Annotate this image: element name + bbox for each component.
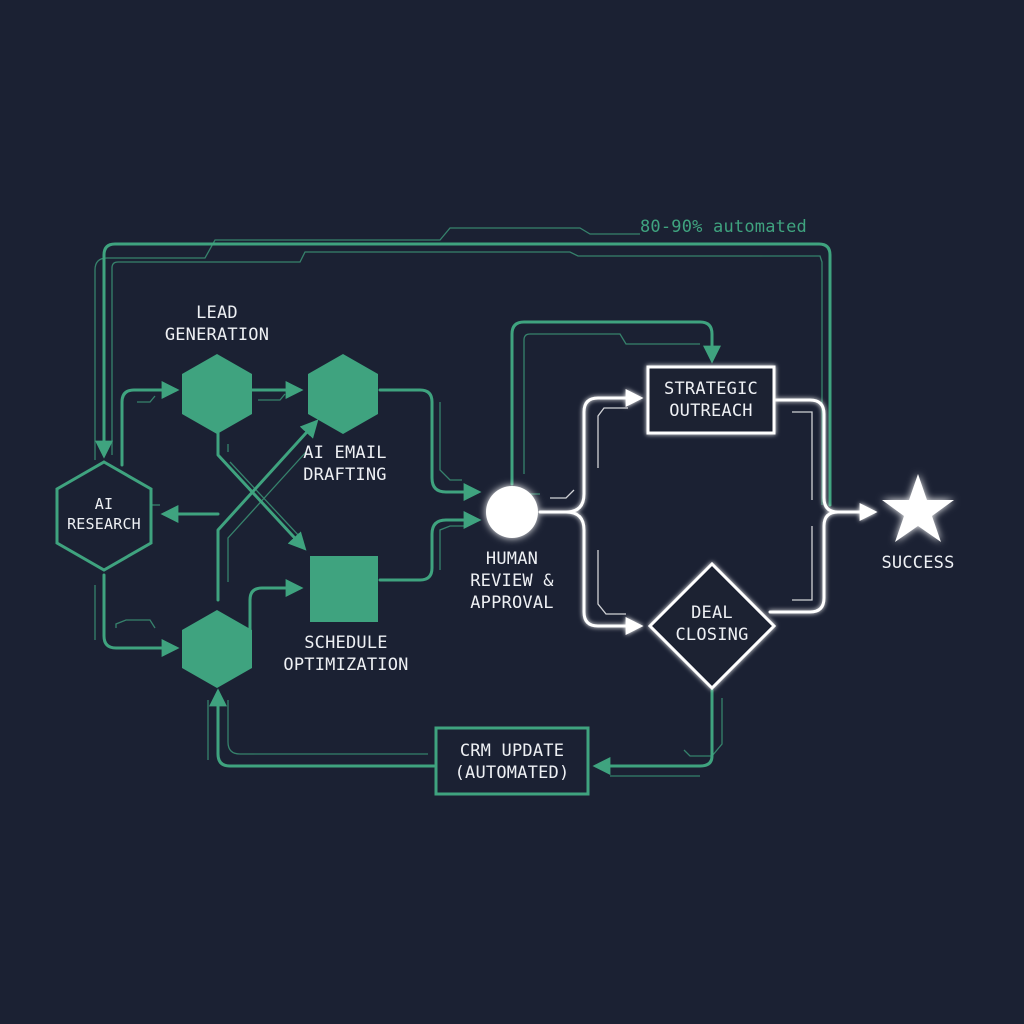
ai-research-label: AI RESEARCH (67, 495, 141, 533)
schedule-optimization-node[interactable] (310, 556, 378, 622)
strategic-outreach-node[interactable] (646, 365, 776, 435)
review-to-outreach-white-connector (538, 389, 644, 514)
deal-to-success-connector (768, 510, 840, 614)
human-connectors (538, 389, 878, 635)
lead-generation-label: LEAD GENERATION (164, 303, 270, 345)
review-to-deal-connector (564, 510, 644, 635)
deal-closing-node[interactable] (647, 561, 777, 691)
deal-to-crm-connector (592, 688, 714, 775)
outer-loop-connector (95, 242, 832, 507)
crm-update-node[interactable] (434, 726, 590, 796)
human-review-node[interactable] (486, 486, 538, 538)
automation-hub-node[interactable] (182, 610, 252, 688)
bottom-hex-to-email-connector (216, 419, 319, 602)
human-decorative-traces (550, 407, 813, 615)
decorative-traces (94, 227, 823, 777)
crm-to-bottom-hex-connector (209, 688, 436, 768)
outreach-to-success-connector (774, 398, 878, 521)
strategic-outreach-label: STRATEGIC OUTREACH (664, 379, 758, 421)
email-to-review-connector (378, 388, 482, 501)
schedule-to-review-connector (378, 511, 482, 582)
research-to-bottom-hex-connector (102, 573, 180, 657)
ai-research-node[interactable] (55, 460, 153, 572)
human-review-label: HUMAN REVIEW & APPROVAL (470, 549, 554, 613)
lead-to-schedule-connector (216, 428, 307, 551)
research-to-lead-connector (120, 381, 180, 467)
crm-update-label: CRM UPDATE (AUTOMATED) (454, 741, 570, 783)
automation-percentage-label: 80-90% automated (640, 217, 807, 237)
success-label: SUCCESS (881, 553, 955, 573)
ai-email-drafting-node[interactable] (308, 354, 378, 434)
success-star-icon[interactable] (882, 474, 954, 542)
schedule-optimization-label: SCHEDULE OPTIMIZATION (283, 633, 409, 675)
review-to-outreach-connector (510, 320, 721, 486)
ai-email-drafting-label: AI EMAIL DRAFTING (303, 443, 387, 485)
bottom-hex-to-schedule-connector (248, 579, 304, 637)
deal-closing-label: DEAL CLOSING (675, 603, 749, 645)
lead-generation-node[interactable] (182, 354, 252, 434)
